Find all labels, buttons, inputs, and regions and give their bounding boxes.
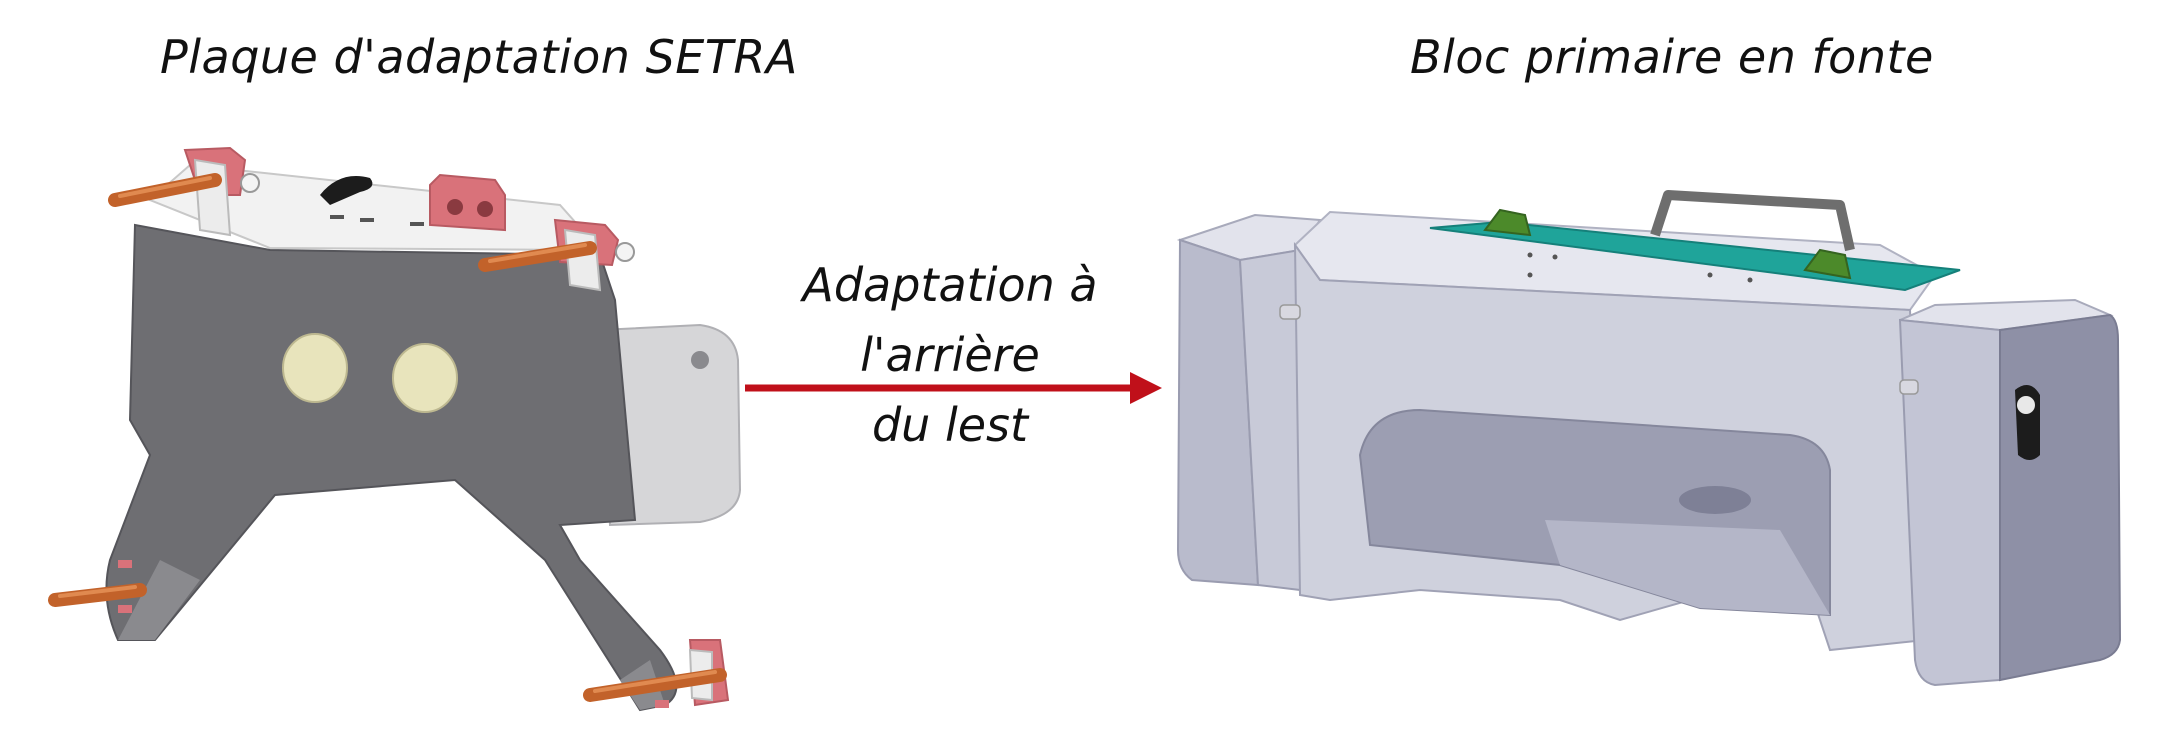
tunnel-hole	[1679, 486, 1751, 514]
top-dot	[1747, 277, 1753, 283]
block-lug-right	[1803, 248, 1852, 280]
top-slot	[410, 222, 424, 226]
leg-mark	[655, 700, 669, 708]
washer	[240, 173, 260, 193]
block-left-end-front	[1176, 238, 1260, 587]
pin-top-right	[478, 241, 597, 272]
top-slot	[330, 215, 344, 219]
boss-left	[282, 333, 348, 403]
arrow-caption-line-2: du lest	[871, 398, 1029, 452]
block-tunnel-floor	[1545, 520, 1830, 615]
plate-side-flange	[598, 323, 742, 527]
flange-hole	[691, 351, 709, 369]
washer	[615, 242, 635, 262]
block-right-end-front	[1999, 313, 2122, 682]
cast-iron-block	[1176, 190, 2122, 687]
pin-bottom-right	[583, 668, 727, 702]
center-bracket-hole	[447, 199, 463, 215]
top-dot	[1707, 272, 1713, 278]
leg-mark	[118, 605, 132, 613]
leg-mark	[118, 560, 132, 568]
arrow-caption: Adaptation à l'arrière du lest	[720, 250, 1180, 460]
plate-leg-highlight-left	[118, 560, 200, 640]
left-part-title: Plaque d'adaptation SETRA	[160, 30, 798, 84]
top-slot	[360, 218, 374, 222]
arrow-right-icon	[745, 372, 1162, 404]
plate-main-body	[105, 223, 678, 712]
pin-flange-top-left	[193, 158, 232, 237]
top-hook	[320, 176, 373, 205]
side-pin	[1279, 304, 1301, 320]
arrow-caption-line-1: Adaptation à l'arrière	[802, 258, 1098, 382]
pin-flange-top-right	[563, 228, 602, 292]
boss-right	[392, 343, 458, 413]
top-dot	[1527, 272, 1533, 278]
pin-top-left	[108, 173, 222, 207]
latch-knob	[2017, 396, 2035, 414]
top-dot	[1552, 254, 1558, 260]
side-pin	[1899, 379, 1919, 395]
pin-bottom-left	[48, 583, 147, 607]
center-bracket	[429, 173, 506, 232]
top-dot	[1527, 252, 1533, 258]
block-lug-left	[1483, 208, 1532, 237]
block-handle	[1650, 190, 1855, 252]
block-right-end-side	[1898, 318, 2001, 687]
right-part-title: Bloc primaire en fonte	[1410, 30, 1934, 84]
center-bracket-hole	[477, 201, 493, 217]
adaptation-plate	[48, 146, 742, 712]
